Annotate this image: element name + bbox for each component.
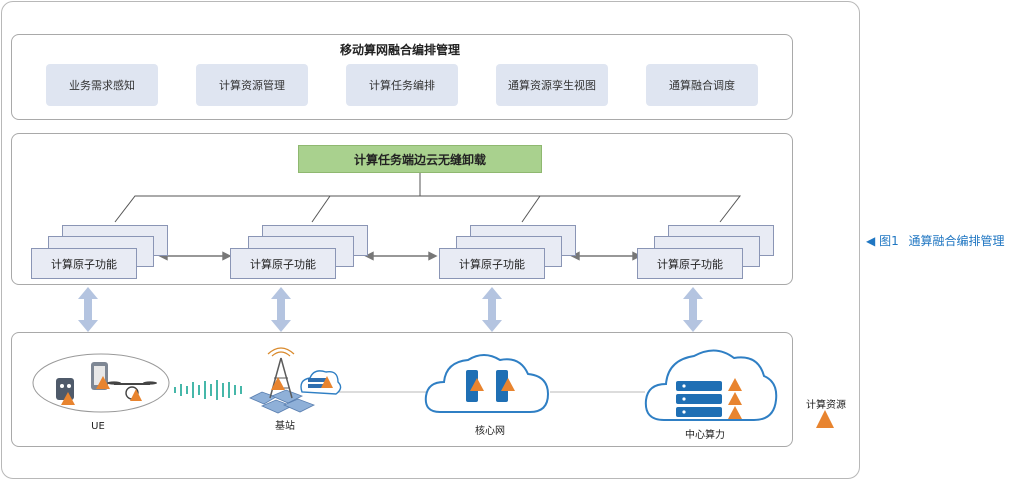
base-station-label: 基站 xyxy=(275,421,295,432)
legend-label: 计算资源 xyxy=(806,400,846,411)
compute-resource-marker-center xyxy=(728,378,742,419)
caption-text: 通算融合编排管理 xyxy=(908,234,1005,248)
module-compute-resource-mgmt: 计算资源管理 xyxy=(196,64,308,106)
atomic-function-center: 计算原子功能 xyxy=(637,248,743,279)
wireless-signal-icon xyxy=(174,380,242,400)
atomic-function-ue: 计算原子功能 xyxy=(31,248,137,279)
module-task-orchestration: 计算任务编排 xyxy=(346,64,458,106)
offload-title-box: 计算任务端边云无缝卸载 xyxy=(298,145,542,173)
module-fusion-scheduling: 通算融合调度 xyxy=(646,64,758,106)
base-station-icon xyxy=(249,347,342,414)
module-demand-sensing: 业务需求感知 xyxy=(46,64,158,106)
caption-marker-icon: ◀ xyxy=(866,234,876,248)
atomic-function-base-station: 计算原子功能 xyxy=(230,248,336,279)
management-title: 移动算网融合编排管理 xyxy=(339,43,460,57)
caption-figure-number: 图1 xyxy=(879,234,899,248)
ue-label: UE xyxy=(91,421,105,432)
module-digital-twin-view: 通算资源孪生视图 xyxy=(496,64,608,106)
figure-caption: ◀ 图1 通算融合编排管理 xyxy=(866,232,1005,249)
compute-resource-marker-ue xyxy=(61,376,142,405)
core-network-label: 核心网 xyxy=(475,426,505,437)
central-compute-cloud-icon xyxy=(644,349,778,421)
legend-compute-resource-marker xyxy=(816,410,834,428)
central-compute-label: 中心算力 xyxy=(685,430,725,441)
compute-resource-marker-core xyxy=(470,378,515,391)
atomic-function-core: 计算原子功能 xyxy=(439,248,545,279)
core-network-cloud-icon xyxy=(424,354,550,413)
compute-resource-marker-base-station xyxy=(271,376,333,390)
